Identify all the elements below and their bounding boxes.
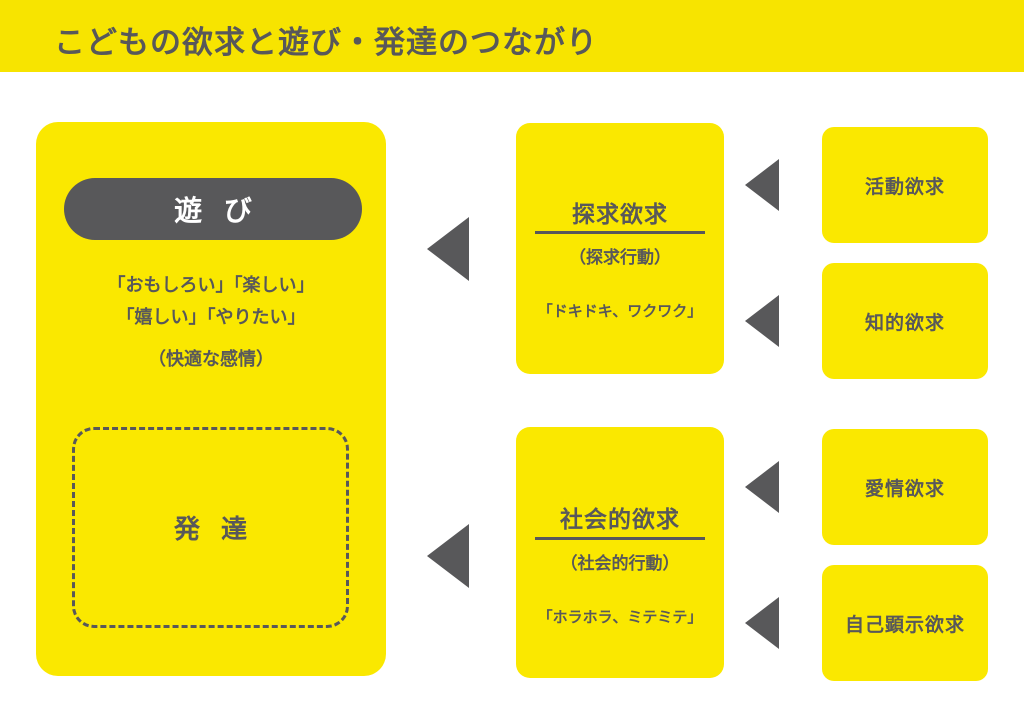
- play-feeling-line-3: （快適な感情）: [148, 349, 274, 370]
- play-pill: 遊 び: [64, 178, 362, 240]
- left-panel-play-development: 遊 び 「おもしろい」「楽しい」 「嬉しい」「やりたい」 （快適な感情） 発 達: [36, 122, 386, 676]
- left-triangle-arrow-icon-intellectual: [745, 295, 779, 347]
- play-pill-label: 遊 び: [174, 194, 258, 227]
- title-underline-rule: [535, 537, 705, 540]
- middle-box-exploration-desire: 探求欲求 （探求行動） 「ドキドキ、ワクワク」: [516, 123, 724, 374]
- middle-box-subtitle-exploration: （探求行動）: [569, 248, 671, 268]
- middle-box-quote-social: 「ホラホラ、ミテミテ」: [537, 608, 703, 626]
- middle-box-quote-exploration: 「ドキドキ、ワクワク」: [537, 302, 703, 320]
- development-dashed-box: 発 達: [72, 427, 349, 628]
- left-triangle-arrow-icon-activity: [745, 159, 779, 211]
- right-box-affection-desire: 愛情欲求: [822, 429, 988, 545]
- play-feeling-line-1: 「おもしろい」「楽しい」: [107, 275, 315, 296]
- header-bar: こどもの欲求と遊び・発達のつながり: [0, 0, 1024, 72]
- right-box-label-affection: 愛情欲求: [864, 477, 945, 500]
- right-box-label-intellectual: 知的欲求: [864, 311, 945, 334]
- left-triangle-arrow-icon-self-display: [745, 597, 779, 649]
- middle-box-title-social: 社会的欲求: [560, 507, 680, 533]
- right-box-label-activity: 活動欲求: [864, 175, 945, 198]
- page-title: こどもの欲求と遊び・発達のつながり: [54, 25, 598, 61]
- middle-box-subtitle-social: （社会的行動）: [560, 554, 680, 574]
- left-triangle-arrow-icon-to-development: [427, 524, 469, 588]
- middle-box-social-desire: 社会的欲求 （社会的行動） 「ホラホラ、ミテミテ」: [516, 427, 724, 678]
- right-box-activity-desire: 活動欲求: [822, 127, 988, 243]
- play-feeling-line-2: 「嬉しい」「やりたい」: [116, 307, 306, 328]
- development-label: 発 達: [173, 515, 254, 545]
- right-box-self-display-desire: 自己顕示欲求: [822, 565, 988, 681]
- right-box-intellectual-desire: 知的欲求: [822, 263, 988, 379]
- play-feelings-list: 「おもしろい」「楽しい」 「嬉しい」「やりたい」 （快適な感情）: [36, 270, 386, 376]
- middle-box-title-exploration: 探求欲求: [572, 202, 668, 228]
- right-box-label-self-display: 自己顕示欲求: [844, 613, 965, 636]
- title-underline-rule: [535, 231, 705, 234]
- left-triangle-arrow-icon-to-play: [427, 217, 469, 281]
- left-triangle-arrow-icon-affection: [745, 461, 779, 513]
